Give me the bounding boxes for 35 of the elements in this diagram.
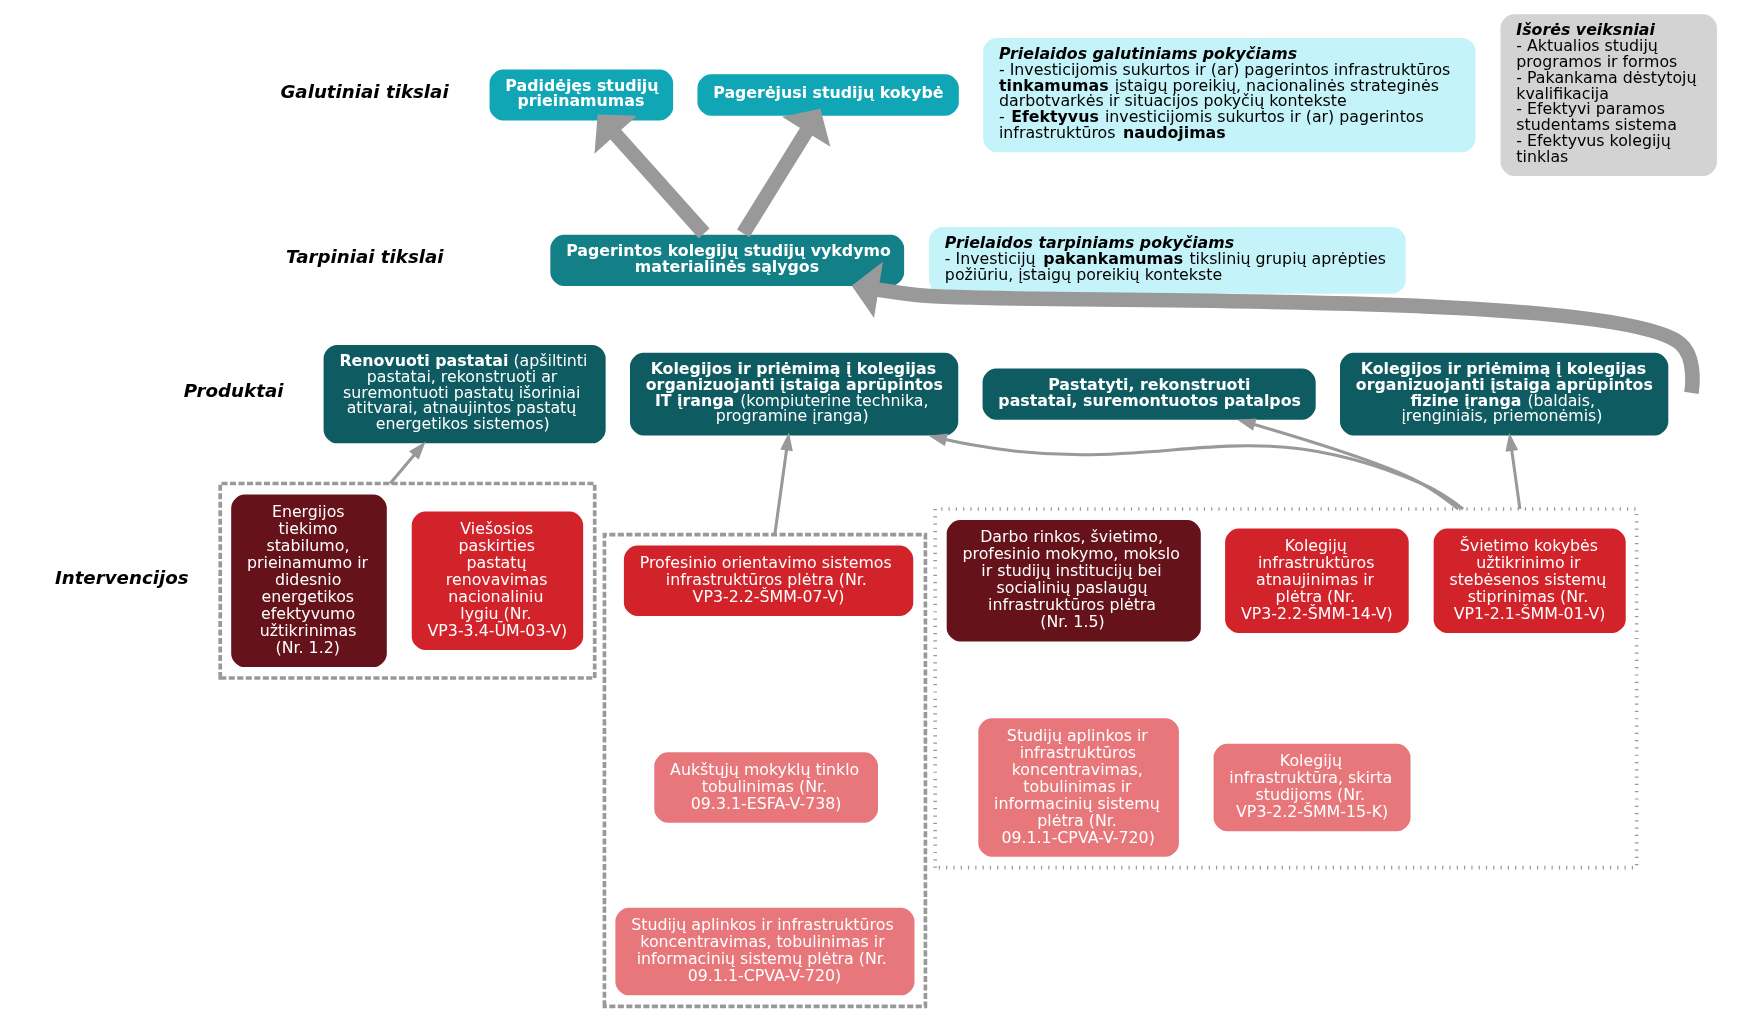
label: Intervencijos (54, 566, 189, 588)
node-box: Pastatyti, rekonstruoti pastatai, suremontuotos patalpos (979, 366, 1318, 423)
node-box: Energijos tiekimo stabilumo, prieinamumo ir didesnio energetikos efektyvumo užtikrinimas (Nr. 1.2) (228, 492, 389, 670)
node-box: Studijų aplinkos ir infrastruktūros koncentravimas, tobulinimas ir informacinių sistemų plėtra (Nr. 09.1.1-CPVA-V-720) (612, 905, 917, 998)
node-box: Pagerėjusi studijų kokybė (694, 71, 961, 119)
node-box: Švietimo kokybės užtikrinimo ir stebėsenos sistemų stiprinimas (Nr. VP1-2.1-ŠMM-01-V) (1430, 526, 1628, 636)
node-box: Kolegijų infrastruktūros atnaujinimas ir plėtra (Nr. VP3-2.2-ŠMM-14-V) (1222, 526, 1411, 636)
node-box: Prielaidos galutiniams pokyčiams - Investicijomis sukurtos ir (ar) pagerintos infrastruktūros tinkamumas įstaigų poreikių, nacionalinės strateginės darbotvarkės ir situacijos pokyčių kontekste - Efektyvus investicijomis sukurtos ir (ar) pagerintos infrastruktūros naudojimas (980, 35, 1478, 155)
node-box: Viešosios paskirties pastatų renovavimas nacionaliniu lygiu (Nr. VP3-3.4-ŪM-03-V) (408, 509, 586, 653)
arrow (772, 432, 793, 535)
node-box: Kolegijos ir priėmimą į kolegijas organizuojanti įstaiga aprūpintos IT įranga (kompiuterine technika, programine įranga) (627, 350, 961, 438)
cluster (217, 481, 597, 680)
arrow (594, 114, 710, 239)
arrow (1236, 418, 1459, 511)
node-box: Studijų aplinkos ir infrastruktūros koncentravimas, tobulinimas ir informacinių sistemų plėtra (Nr. 09.1.1-CPVA-V-720) (975, 715, 1181, 860)
arrow (851, 261, 1700, 394)
arrow (736, 108, 830, 238)
cluster (602, 532, 927, 1009)
arrow (928, 433, 1464, 511)
node-box: Profesinio orientavimo sistemos infrastruktūros plėtra (Nr. VP3-2.2-ŠMM-07-V) (620, 543, 916, 619)
arrow (1505, 432, 1521, 510)
node-box: Darbo rinkos, švietimo, profesinio mokymo, mokslo ir studijų institucijų bei socialinių paslaugų infrastruktūros plėtra (Nr. 1.5) (943, 517, 1203, 644)
node-box: Aukštųjų mokyklų tinklo tobulinimas (Nr. 09.3.1-ESFA-V-738) (651, 749, 880, 826)
node-box: Išorės veiksniai - Aktualios studijų programos ir formos - Pakankama dėstytojų kvalifikacija - Efektyvi paramos studentams sistema - Efektyvus kolegijų tinklas (1497, 11, 1719, 179)
node-box: Renovuoti pastatai (apšiltinti pastatai, rekonstruoti ar suremontuoti pastatų išoriniai atitvarai, atnaujintos pastatų energetikos sistemos) (320, 342, 608, 446)
node-box: Kolegijos ir priėmimą į kolegijas organizuojanti įstaiga aprūpintos fizine įranga (baldais, įrenginiais, priemonėmis) (1337, 350, 1671, 438)
arrow (388, 441, 426, 485)
label: Tarpiniai tikslai (285, 246, 444, 268)
node-box: Padidėjęs studijų prieinamumas (486, 67, 676, 123)
node-box: Kolegijų infrastruktūra, skirta studijoms (Nr. VP3-2.2-ŠMM-15-K) (1210, 741, 1413, 834)
label: Galutiniai tikslai (279, 81, 449, 103)
node-box: Pagerintos kolegijų studijų vykdymo materialinės sąlygos (547, 232, 907, 289)
cluster (932, 507, 1638, 870)
label: Produktai (183, 380, 283, 402)
node-box: Prielaidos tarpiniams pokyčiams - Investicijų pakankamumas tikslinių grupių aprėpties požiūriu, įstaigų poreikių kontekste (926, 224, 1408, 297)
